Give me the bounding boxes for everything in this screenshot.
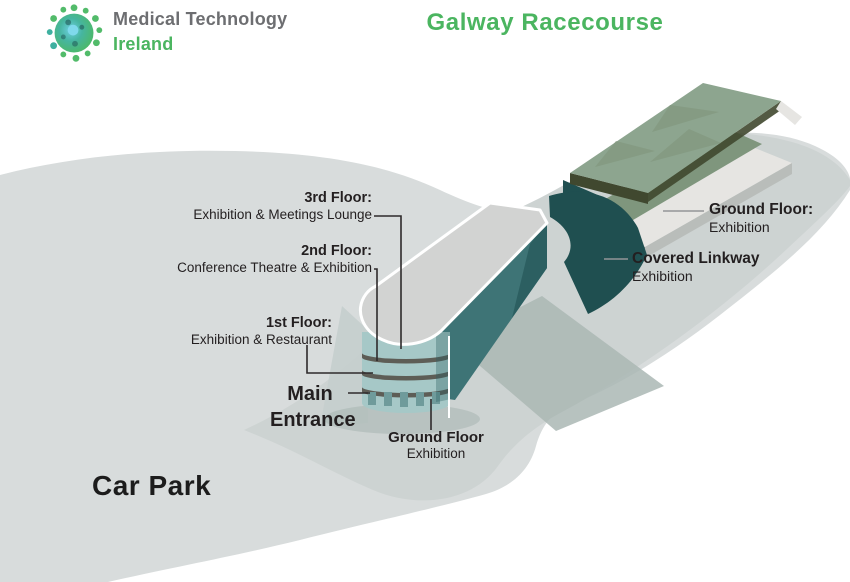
tower-right-shading (436, 332, 450, 402)
grandstand-roof-facet (650, 129, 721, 162)
main-building (358, 201, 549, 418)
building-cast-shadow (452, 296, 664, 431)
label-2nd-floor: 2nd Floor: Conference Theatre & Exhibiti… (177, 243, 372, 275)
grandstand-roof-facet (652, 105, 719, 132)
label-main-entrance-line2: Entrance (270, 409, 356, 431)
label-ground-floor-stand: Ground Floor: Exhibition (709, 201, 813, 235)
tower-shadow-left (320, 306, 368, 427)
grandstand-roof-fascia-right (648, 101, 781, 202)
label-ground-floor-stand-detail: Exhibition (709, 218, 770, 235)
main-building-roof (358, 201, 549, 346)
label-covered-linkway: Covered Linkway Exhibition (632, 250, 760, 284)
label-1st-floor: 1st Floor: Exhibition & Restaurant (191, 315, 332, 347)
entrance-tower (362, 332, 450, 418)
label-car-park: Car Park (92, 470, 212, 501)
tower-band (362, 370, 450, 381)
label-ground-floor-tower-detail: Exhibition (406, 446, 466, 462)
grandstand-roof-fascia-front (570, 173, 648, 204)
label-covered-linkway-heading: Covered Linkway (632, 250, 760, 267)
connector-1st-floor (306, 345, 373, 374)
grandstand-base-top (598, 144, 792, 247)
tower-entrance-column (384, 392, 392, 406)
tower-ground-shadow (324, 404, 480, 434)
tower-entrance-column (416, 392, 424, 406)
tower-entrance-column (400, 392, 408, 407)
main-building-side-wall-dark (512, 223, 547, 318)
tower-entrance-column (368, 392, 376, 405)
grandstand-base-right-side (645, 163, 792, 258)
logo-line-2: Ireland (113, 34, 174, 54)
tower-entrance-column (432, 392, 440, 404)
mti-logo-icon (46, 4, 103, 62)
label-3rd-floor: 3rd Floor: Exhibition & Meetings Lounge (193, 190, 372, 222)
grandstand-roof-top (570, 83, 781, 193)
covered-linkway-structure (549, 191, 647, 314)
label-2nd-floor-detail: Conference Theatre & Exhibition (177, 259, 372, 275)
label-2nd-floor-heading: 2nd Floor: (301, 243, 372, 259)
header: Medical Technology Ireland Galway Raceco… (0, 0, 850, 72)
label-ground-floor-tower: Ground Floor Exhibition (386, 429, 486, 462)
label-ground-floor-stand-heading: Ground Floor: (709, 201, 814, 218)
tower-band (362, 353, 450, 364)
main-building-side-wall (441, 223, 547, 400)
label-ground-floor-tower-heading: Ground Floor (388, 429, 484, 446)
label-main-entrance-line1: Main (287, 383, 333, 405)
logo-wordmark: Medical Technology Ireland (113, 10, 287, 53)
grandstand-roof-facet (595, 141, 655, 167)
label-1st-floor-heading: 1st Floor: (265, 315, 332, 331)
label-covered-linkway-detail: Exhibition (632, 267, 693, 284)
connector-3rd-floor (374, 215, 402, 349)
label-3rd-floor-detail: Exhibition & Meetings Lounge (193, 206, 372, 222)
grandstand-roof-underside (776, 101, 802, 125)
label-3rd-floor-heading: 3rd Floor: (304, 190, 372, 206)
logo-line-1: Medical Technology (113, 9, 288, 29)
page-title: Galway Racecourse (426, 9, 664, 36)
connector-2nd-floor (374, 268, 378, 361)
label-1st-floor-detail: Exhibition & Restaurant (190, 331, 332, 347)
label-main-entrance: Main Entrance (270, 381, 356, 433)
